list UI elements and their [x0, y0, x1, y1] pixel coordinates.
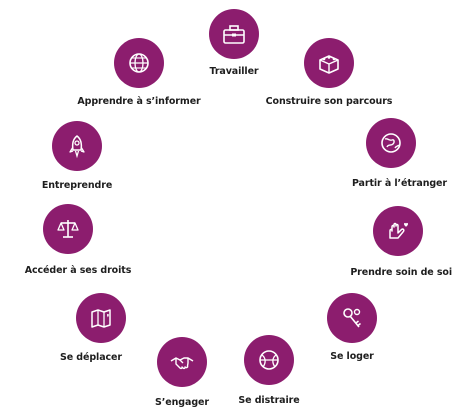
item-droits-circle[interactable] — [43, 204, 93, 254]
item-travailler-label: Travailler — [209, 66, 259, 77]
item-loger-circle[interactable] — [327, 293, 377, 343]
building-blocks-icon — [319, 55, 339, 74]
item-construire-label: Construire son parcours — [265, 96, 393, 107]
keys-icon — [343, 308, 361, 328]
map-icon — [91, 309, 111, 328]
item-informer-label: Apprendre à s’informer — [77, 96, 201, 107]
scales-icon — [57, 220, 79, 238]
handshake-icon — [170, 357, 194, 370]
item-entreprendre-circle[interactable] — [52, 121, 102, 171]
item-soin-circle[interactable] — [373, 206, 423, 256]
globe-icon — [381, 133, 401, 153]
item-entreprendre-label: Entreprendre — [41, 180, 113, 191]
item-etranger-label: Partir à l’étranger — [351, 178, 447, 189]
rocket-icon — [69, 135, 85, 159]
ball-icon — [259, 350, 279, 370]
caring-hand-icon — [389, 222, 408, 239]
item-soin-label: Prendre soin de soi — [350, 267, 452, 278]
item-engager-circle[interactable] — [157, 337, 207, 387]
item-construire-circle[interactable] — [304, 38, 354, 88]
item-droits-label: Accéder à ses droits — [24, 265, 132, 276]
item-deplacer-label: Se déplacer — [60, 352, 122, 363]
toolbox-icon — [223, 25, 245, 44]
item-travailler-circle[interactable] — [209, 9, 259, 59]
item-informer-circle[interactable] — [114, 38, 164, 88]
item-etranger-circle[interactable] — [366, 118, 416, 168]
item-distraire-label: Se distraire — [238, 395, 300, 406]
web-globe-icon — [129, 53, 149, 73]
item-loger-label: Se loger — [330, 351, 374, 362]
item-engager-label: S’engager — [155, 397, 209, 408]
item-distraire-circle[interactable] — [244, 335, 294, 385]
item-deplacer-circle[interactable] — [76, 293, 126, 343]
